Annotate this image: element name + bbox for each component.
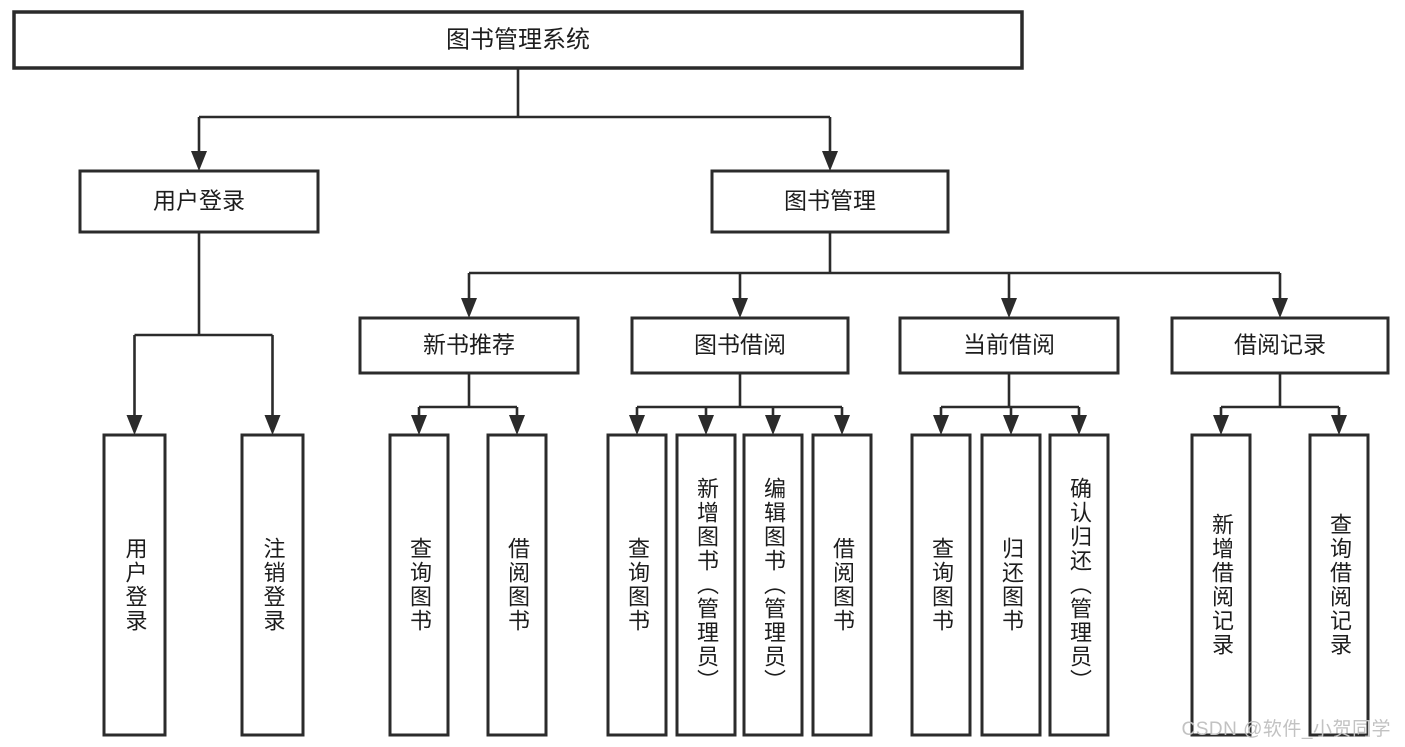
root-label: 图书管理系统 [446,26,590,53]
book-borrow-arrow-3 [834,415,850,435]
borrow-record-arrow-1 [1331,415,1347,435]
leaf-box-leaf-user-login[interactable] [102,433,167,737]
node-label-new-book-recommend: 新书推荐 [423,332,515,358]
root-arrow-1 [822,151,838,171]
node-label-book-borrow: 图书借阅 [694,332,786,358]
leaf-box-leaf-user-logout[interactable] [240,433,305,737]
node-box-book-borrow[interactable] [630,316,850,375]
leaf-box-leaf-query-book-3[interactable] [910,433,972,737]
new-book-recommend-arrow-1 [509,415,525,435]
node-box-new-book-recommend[interactable] [358,316,580,375]
leaf-box-leaf-add-book[interactable] [675,433,737,737]
new-book-recommend-arrow-0 [411,415,427,435]
node-box-user-login[interactable] [78,169,320,234]
node-box-borrow-record[interactable] [1170,316,1390,375]
current-borrow-arrow-0 [933,415,949,435]
leaf-box-leaf-return-book[interactable] [980,433,1042,737]
user-login-arrow-1 [264,415,281,435]
book-borrow-arrow-0 [629,415,645,435]
leaf-box-leaf-edit-book[interactable] [742,433,804,737]
node-label-borrow-record: 借阅记录 [1234,332,1326,358]
leaf-box-leaf-query-record[interactable] [1308,433,1370,737]
root-arrow-0 [191,151,207,171]
leaf-box-leaf-borrow-book-1[interactable] [486,433,548,737]
boxes-layer [12,10,1390,737]
leaf-box-leaf-borrow-book-2[interactable] [811,433,873,737]
book-manage-arrow-2 [1001,298,1017,318]
leaf-box-leaf-query-book-1[interactable] [388,433,450,737]
watermark-text: CSDN @软件_小贺同学 [1181,719,1391,740]
node-label-book-manage: 图书管理 [784,188,876,214]
node-label-current-borrow: 当前借阅 [963,332,1055,358]
leaf-box-leaf-confirm-return[interactable] [1048,433,1110,737]
leaf-box-leaf-query-book-2[interactable] [606,433,668,737]
book-manage-arrow-0 [461,298,477,318]
node-box-current-borrow[interactable] [898,316,1120,375]
node-box-root[interactable] [12,10,1024,70]
book-borrow-arrow-2 [765,415,781,435]
node-label-user-login: 用户登录 [153,188,245,214]
leaf-box-leaf-add-record[interactable] [1190,433,1252,737]
book-borrow-arrow-1 [698,415,714,435]
current-borrow-arrow-1 [1003,415,1019,435]
connectors-layer [126,68,1347,435]
book-manage-arrow-3 [1272,298,1288,318]
node-box-book-manage[interactable] [710,169,950,234]
book-manage-arrow-1 [732,298,748,318]
borrow-record-arrow-0 [1213,415,1229,435]
user-login-arrow-0 [126,415,143,435]
current-borrow-arrow-2 [1071,415,1087,435]
